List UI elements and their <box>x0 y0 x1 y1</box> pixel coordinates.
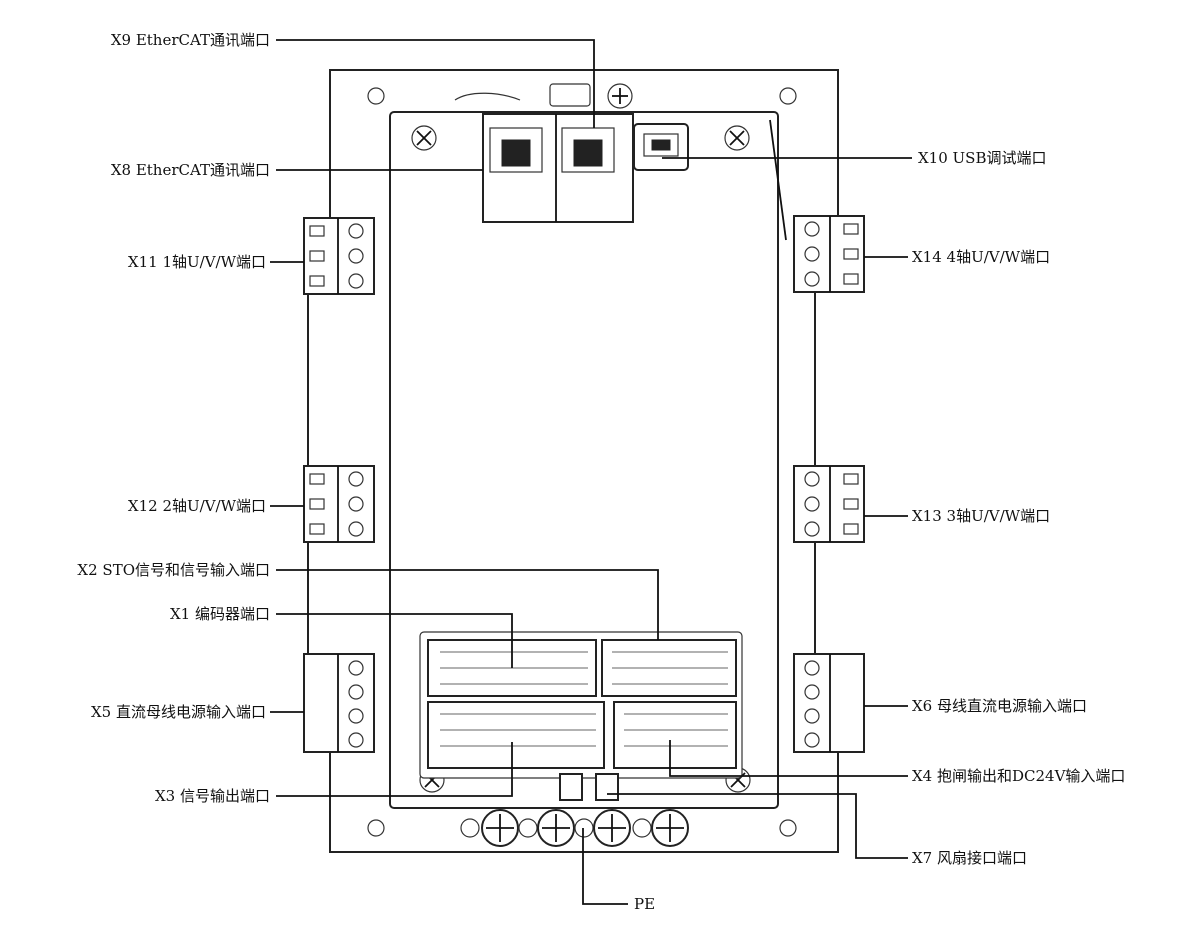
ground-cable-clip <box>454 83 633 109</box>
label-x8: X8 EtherCAT通讯端口 <box>111 161 270 179</box>
label-x5: X5 直流母线电源输入端口 <box>91 703 266 721</box>
ethercat-ports <box>482 113 689 223</box>
signal-connector-panel <box>419 631 743 779</box>
pe-ground-terminals <box>460 809 689 847</box>
mounting-hole-bottom-left <box>367 819 385 837</box>
leader-pe <box>582 828 628 905</box>
leader-x4 <box>669 740 908 777</box>
mounting-hole-bottom-right <box>779 819 797 837</box>
rj45-jack-x9 <box>573 139 603 167</box>
connector-x14 <box>793 215 865 293</box>
panel-screw-top-right <box>724 125 750 151</box>
panel-screw-top-left <box>411 125 437 151</box>
connector-x4 <box>613 701 737 769</box>
label-x13: X13 3轴U/V/W端口 <box>912 507 1050 525</box>
leader-x1 <box>276 613 513 668</box>
mounting-hole-top-right <box>779 87 797 105</box>
connector-x13 <box>793 465 865 543</box>
leader-x9 <box>276 39 595 128</box>
label-x1: X1 编码器端口 <box>170 605 270 623</box>
label-x7: X7 风扇接口端口 <box>912 849 1027 867</box>
label-x10: X10 USB调试端口 <box>918 149 1046 167</box>
label-x9: X9 EtherCAT通讯端口 <box>111 31 270 49</box>
connector-x6 <box>793 653 865 753</box>
label-pe: PE <box>634 895 655 913</box>
label-x12: X12 2轴U/V/W端口 <box>128 497 266 515</box>
connector-x11 <box>303 217 375 295</box>
leader-lines <box>270 39 912 905</box>
mounting-hole-top-left <box>367 87 385 105</box>
leader-x2 <box>276 569 659 640</box>
label-x6: X6 母线直流电源输入端口 <box>912 697 1087 715</box>
usb-jack-core <box>651 139 671 151</box>
label-x14: X14 4轴U/V/W端口 <box>912 248 1050 266</box>
leader-x7 <box>607 793 908 859</box>
label-x4: X4 抱闸输出和DC24V输入端口 <box>912 767 1125 785</box>
rj45-jack-x8 <box>501 139 531 167</box>
connector-x12 <box>303 465 375 543</box>
label-x2: X2 STO信号和信号输入端口 <box>77 561 270 579</box>
label-x11: X11 1轴U/V/W端口 <box>128 253 266 271</box>
port-labels: X9 EtherCAT通讯端口 X8 EtherCAT通讯端口 X10 USB调… <box>77 31 1125 913</box>
side-cable <box>769 119 787 241</box>
leader-x3 <box>276 742 513 797</box>
connector-x3 <box>427 701 605 769</box>
label-x3: X3 信号输出端口 <box>155 787 270 805</box>
connector-x5 <box>303 653 375 753</box>
